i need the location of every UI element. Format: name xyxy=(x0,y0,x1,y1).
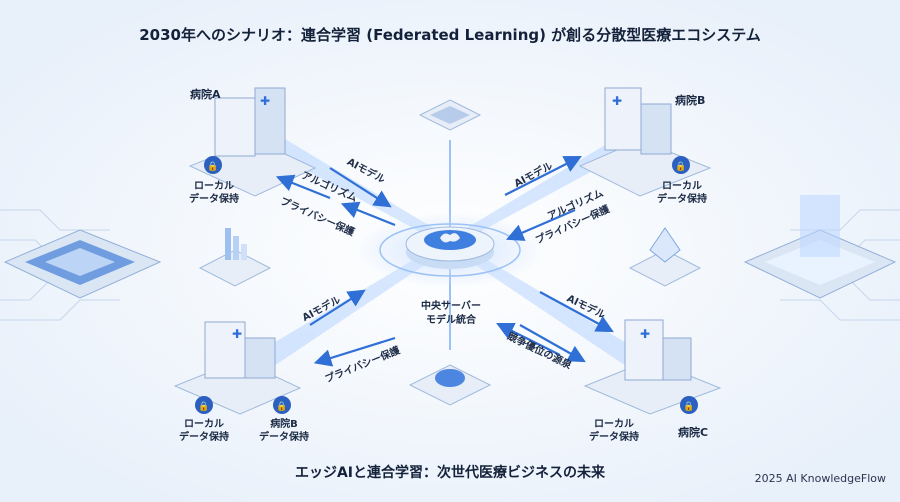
bottom-brain-chip-icon xyxy=(408,364,492,406)
svg-text:🔒: 🔒 xyxy=(675,161,686,172)
svg-text:✚: ✚ xyxy=(640,327,650,341)
hospital-b-top-building: ✚ xyxy=(578,87,712,197)
page-subtitle: エッジAIと連合学習：次世代医療ビジネスの未来 xyxy=(294,465,606,481)
hospital-a-note: ローカルデータ保持 xyxy=(189,181,239,205)
svg-text:🔒: 🔒 xyxy=(276,401,287,412)
svg-text:🔒: 🔒 xyxy=(198,401,209,412)
hospital-a-label: 病院A xyxy=(190,88,221,101)
central-server-hub xyxy=(355,212,545,288)
left-bar-chart-chip-icon xyxy=(198,228,272,287)
credit-text: 2025 AI KnowledgeFlow xyxy=(754,472,886,485)
svg-text:🔒: 🔒 xyxy=(683,401,694,412)
hospital-b-label: 病院B xyxy=(675,94,706,107)
lock-icon xyxy=(195,156,698,414)
hospital-c-note: ローカルデータ保持 xyxy=(589,419,639,443)
right-crystal-chip-icon xyxy=(628,227,702,287)
svg-text:🔒: 🔒 xyxy=(207,161,218,172)
hospital-bottom-left-note: ローカルデータ保持 xyxy=(179,419,229,443)
svg-text:✚: ✚ xyxy=(232,327,242,341)
page-title: 2030年へのシナリオ：連合学習 (Federated Learning) が創… xyxy=(139,26,761,44)
hospital-b-note: ローカルデータ保持 xyxy=(657,181,707,205)
flow-arrows xyxy=(275,156,614,367)
right-processor-icon xyxy=(743,195,897,299)
top-chip-icon xyxy=(418,99,482,131)
left-processor-icon xyxy=(3,229,162,299)
hospital-bottom-left-building: ✚ xyxy=(173,321,302,415)
hospital-a-building: ✚ xyxy=(188,87,317,197)
hospital-c-label: 病院C xyxy=(678,426,709,439)
central-server-label: 中央サーバーモデル統合 xyxy=(421,301,481,326)
svg-text:✚: ✚ xyxy=(612,94,622,108)
svg-text:✚: ✚ xyxy=(260,94,270,108)
